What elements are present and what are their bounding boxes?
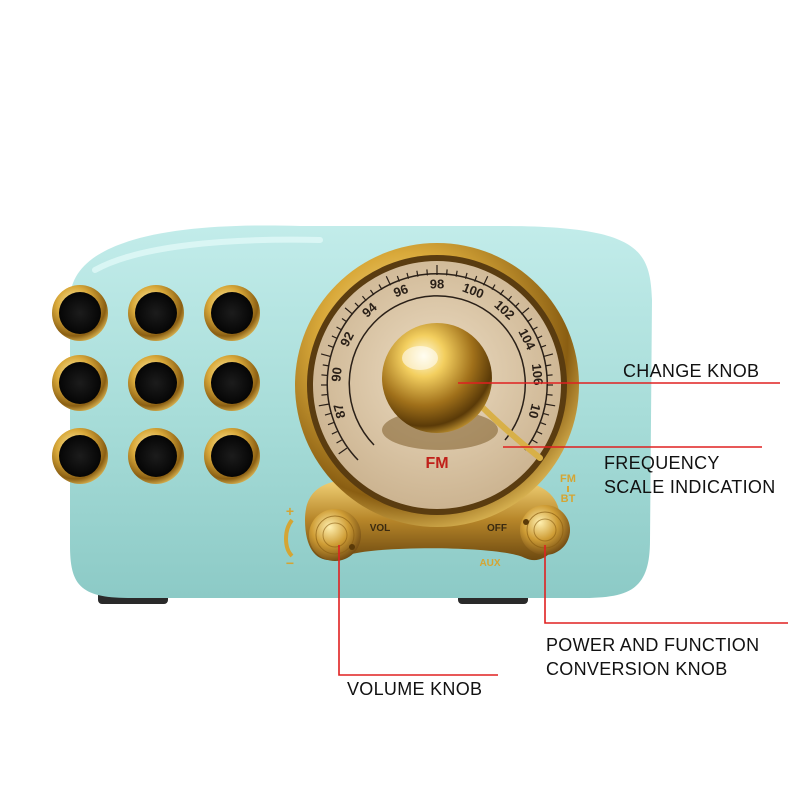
dial-tick [338,447,348,455]
dial-tick [526,317,533,323]
dial-tick [491,284,496,291]
dial-tick [344,307,354,315]
dial-tick [426,269,429,276]
power-knob-callout: POWER AND FUNCTION CONVERSION KNOB [546,633,759,681]
dial-tick [536,430,543,435]
dial-tick [336,326,343,331]
dial-tick [416,270,419,277]
speaker-hole [128,428,184,484]
dial-tick [464,272,468,279]
frequency-text-line2: SCALE INDICATION [604,477,776,497]
power-knob-line [544,545,788,624]
speaker-hole [52,285,108,341]
frequency-label: 90 [328,366,344,382]
dial-tick [445,269,448,276]
bt-label: BT [561,493,576,505]
dial-tick [327,422,334,426]
dial-tick [361,295,367,302]
dial-tick [331,335,338,340]
dial-tick [546,393,553,396]
dial-tick [320,353,331,358]
frequency-callout: FREQUENCY SCALE INDICATION [604,451,776,499]
frequency-label: 10 [526,402,544,420]
dial-tick [499,289,505,296]
frequency-label: 98 [430,276,444,291]
dial-tick [321,393,328,396]
dial-tick [536,335,543,340]
volume-knob[interactable] [309,509,361,561]
change-knob[interactable] [382,323,498,450]
speaker-hole [204,428,260,484]
dial-tick [531,326,538,331]
dial-tick [455,270,458,277]
frequency-text-line1: FREQUENCY [604,453,720,473]
dial-tick [543,412,550,416]
dial-tick [520,307,530,315]
change-knob-callout: CHANGE KNOB [623,359,759,383]
dial-tick [474,275,478,282]
speaker-hole [128,355,184,411]
dial-tick [369,289,375,296]
dial-tick [545,364,552,367]
frequency-label: 96 [391,281,410,300]
dial-tick [341,317,348,323]
frequency-label: 106 [529,363,546,386]
plus-label: + [286,503,294,519]
off-label: OFF [487,523,507,534]
dial-tick [354,302,360,308]
speaker-hole [128,285,184,341]
speaker-hole [52,355,108,411]
volume-knob-line [338,545,498,676]
speaker-hole [204,355,260,411]
dial-tick [531,439,538,444]
fm-bt-divider [567,486,569,492]
band-label: FM [425,455,448,472]
dial-tick [514,302,520,308]
speaker-hole [52,428,108,484]
volume-knob-text: VOLUME KNOB [347,679,483,699]
dial-tick [482,275,489,286]
power-text-line1: POWER AND FUNCTION [546,635,760,655]
callout-lines [338,382,788,676]
dial-tick [331,430,338,435]
dial-tick [385,275,392,286]
volume-knob-callout: VOLUME KNOB [347,677,482,701]
dial-tick [324,412,331,416]
dial-tick [546,374,553,377]
dial-tick [545,403,556,407]
frequency-label: 87 [330,402,348,420]
dial-tick [540,344,547,348]
dial-tick [327,344,334,348]
frequency-label: 92 [337,329,357,349]
power-text-line2: CONVERSION KNOB [546,659,728,679]
fm-label: FM [560,473,576,485]
dial-tick [507,295,513,302]
dial-tick [540,422,547,426]
aux-label: AUX [479,558,500,569]
dial-tick [543,353,554,358]
vol-label: VOL [370,523,391,534]
dial-tick [378,284,383,291]
dial-tick [336,439,343,444]
dial-tick [406,272,410,279]
dial-tick [318,403,329,407]
minus-label: − [286,555,294,571]
body-highlight [92,236,323,273]
speaker-grille [52,285,260,484]
change-knob-text: CHANGE KNOB [623,361,760,381]
dial-tick [322,364,329,367]
power-function-knob[interactable] [520,505,570,555]
dial-tick [396,275,400,282]
speaker-hole [204,285,260,341]
frequency-label: 100 [460,280,486,302]
dial-tick [321,374,328,377]
volume-range-indicator [284,518,294,558]
